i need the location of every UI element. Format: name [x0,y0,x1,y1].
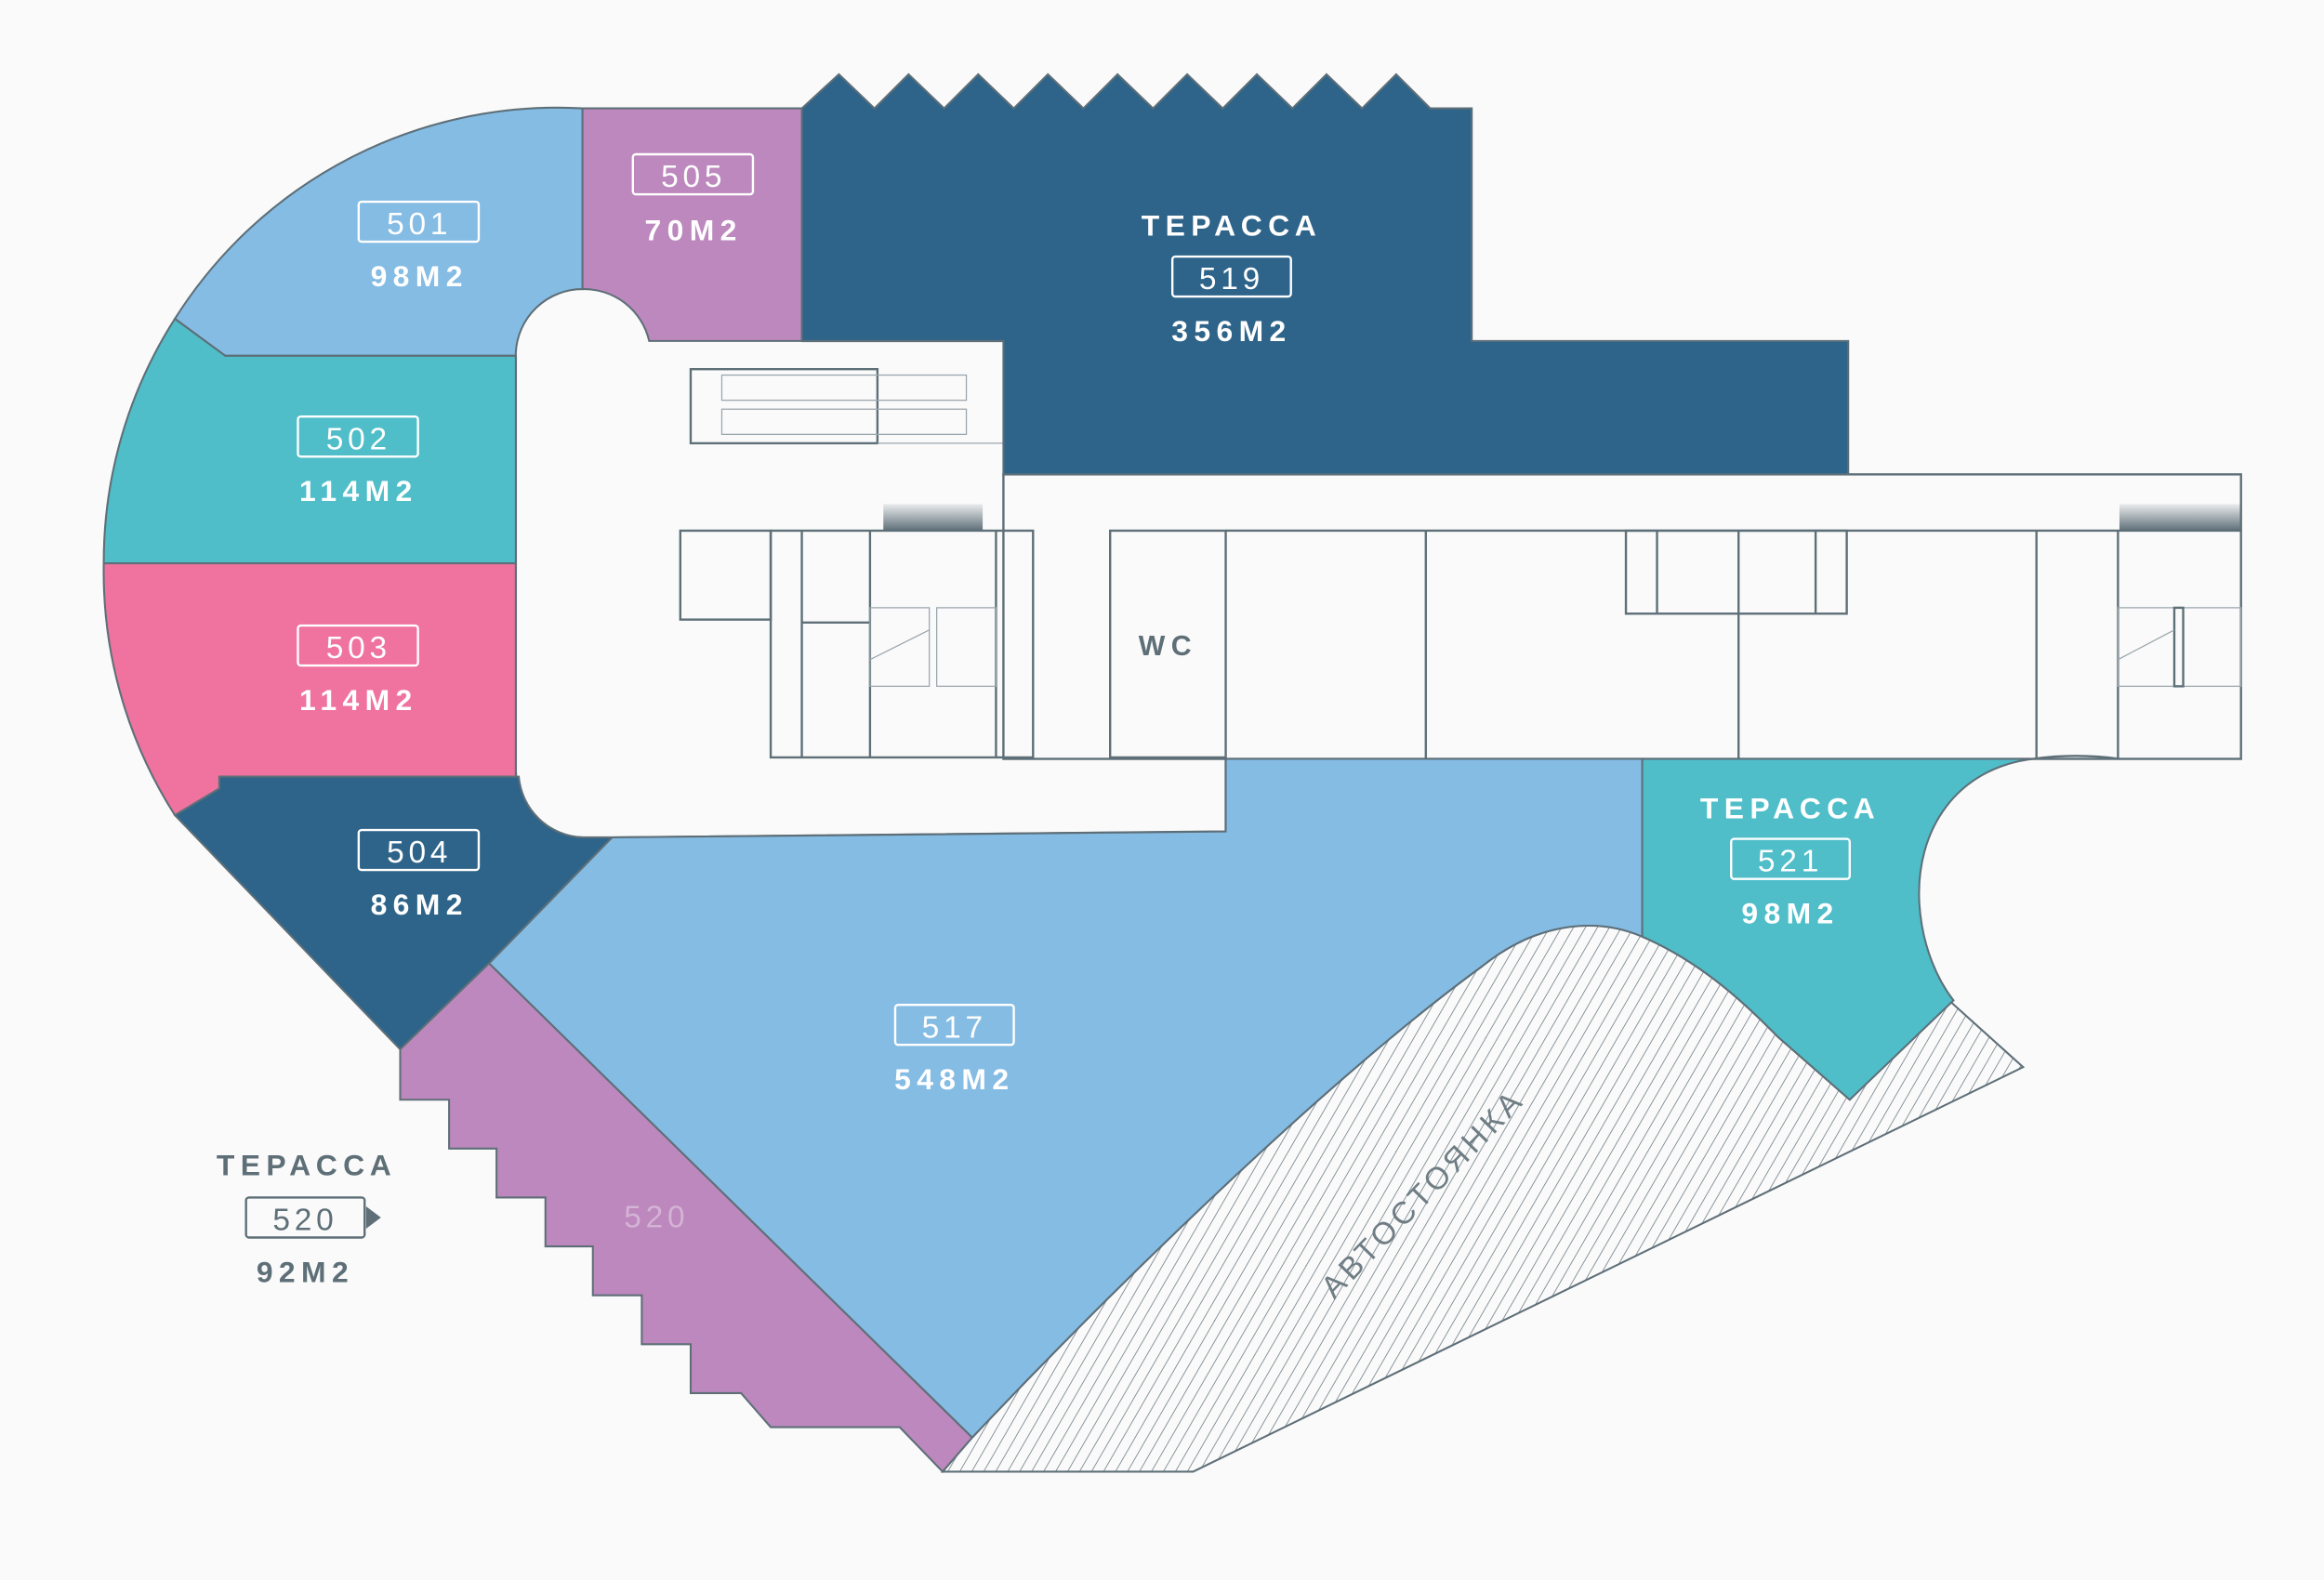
label-505: 505 70M2 [631,152,755,246]
svg-text:505: 505 [661,160,726,194]
svg-text:114M2: 114M2 [299,683,418,717]
svg-text:504: 504 [387,836,452,870]
svg-text:519: 519 [1199,262,1264,296]
label-504: 504 86M2 [357,828,481,921]
svg-text:502: 502 [326,422,391,456]
label-503: 503 114M2 [297,624,419,717]
svg-text:ТЕРАССА: ТЕРАССА [1700,791,1881,824]
label-519: ТЕРАССА 519 356M2 [1142,209,1322,348]
svg-text:ТЕРАССА: ТЕРАССА [217,1149,397,1182]
unit-502[interactable] [102,317,517,565]
svg-text:ТЕРАССА: ТЕРАССА [1142,209,1322,243]
east-wing-outline [1002,473,2242,760]
svg-text:548M2: 548M2 [894,1062,1014,1096]
label-521: ТЕРАССА 521 98M2 [1700,791,1881,929]
escalator-icon [689,367,1004,445]
wc-room [1109,529,1227,759]
unit-505[interactable] [581,107,803,342]
label-520[interactable]: ТЕРАССА 520 92M2 [217,1149,397,1289]
svg-text:86M2: 86M2 [371,888,469,921]
svg-text:521: 521 [1758,845,1823,879]
svg-text:520: 520 [272,1204,337,1238]
stairs-icon [869,607,997,688]
unit-504[interactable] [173,775,614,1051]
svg-text:98M2: 98M2 [1741,896,1839,929]
wc-label: WC [1139,631,1197,662]
svg-text:98M2: 98M2 [371,259,469,293]
label-501: 501 98M2 [357,200,481,293]
unit-521[interactable] [1641,757,2034,1101]
arrow-right-icon [365,1206,381,1229]
unit-520-inner-label: 520 [624,1200,689,1234]
svg-text:114M2: 114M2 [299,474,418,507]
east-wing-rooms [1225,504,2242,759]
svg-text:92M2: 92M2 [257,1255,354,1288]
svg-text:70M2: 70M2 [645,213,743,246]
svg-text:356M2: 356M2 [1171,314,1291,348]
stair-core-west [679,504,1035,759]
unit-501[interactable] [173,106,584,357]
label-502: 502 114M2 [297,415,419,507]
label-517: 517 548M2 [893,1003,1015,1096]
stairs-icon [2117,606,2242,688]
svg-text:503: 503 [326,631,391,665]
unit-519[interactable] [800,72,1850,476]
unit-520[interactable] [399,962,974,1473]
svg-text:517: 517 [922,1010,987,1045]
svg-text:501: 501 [387,207,452,242]
